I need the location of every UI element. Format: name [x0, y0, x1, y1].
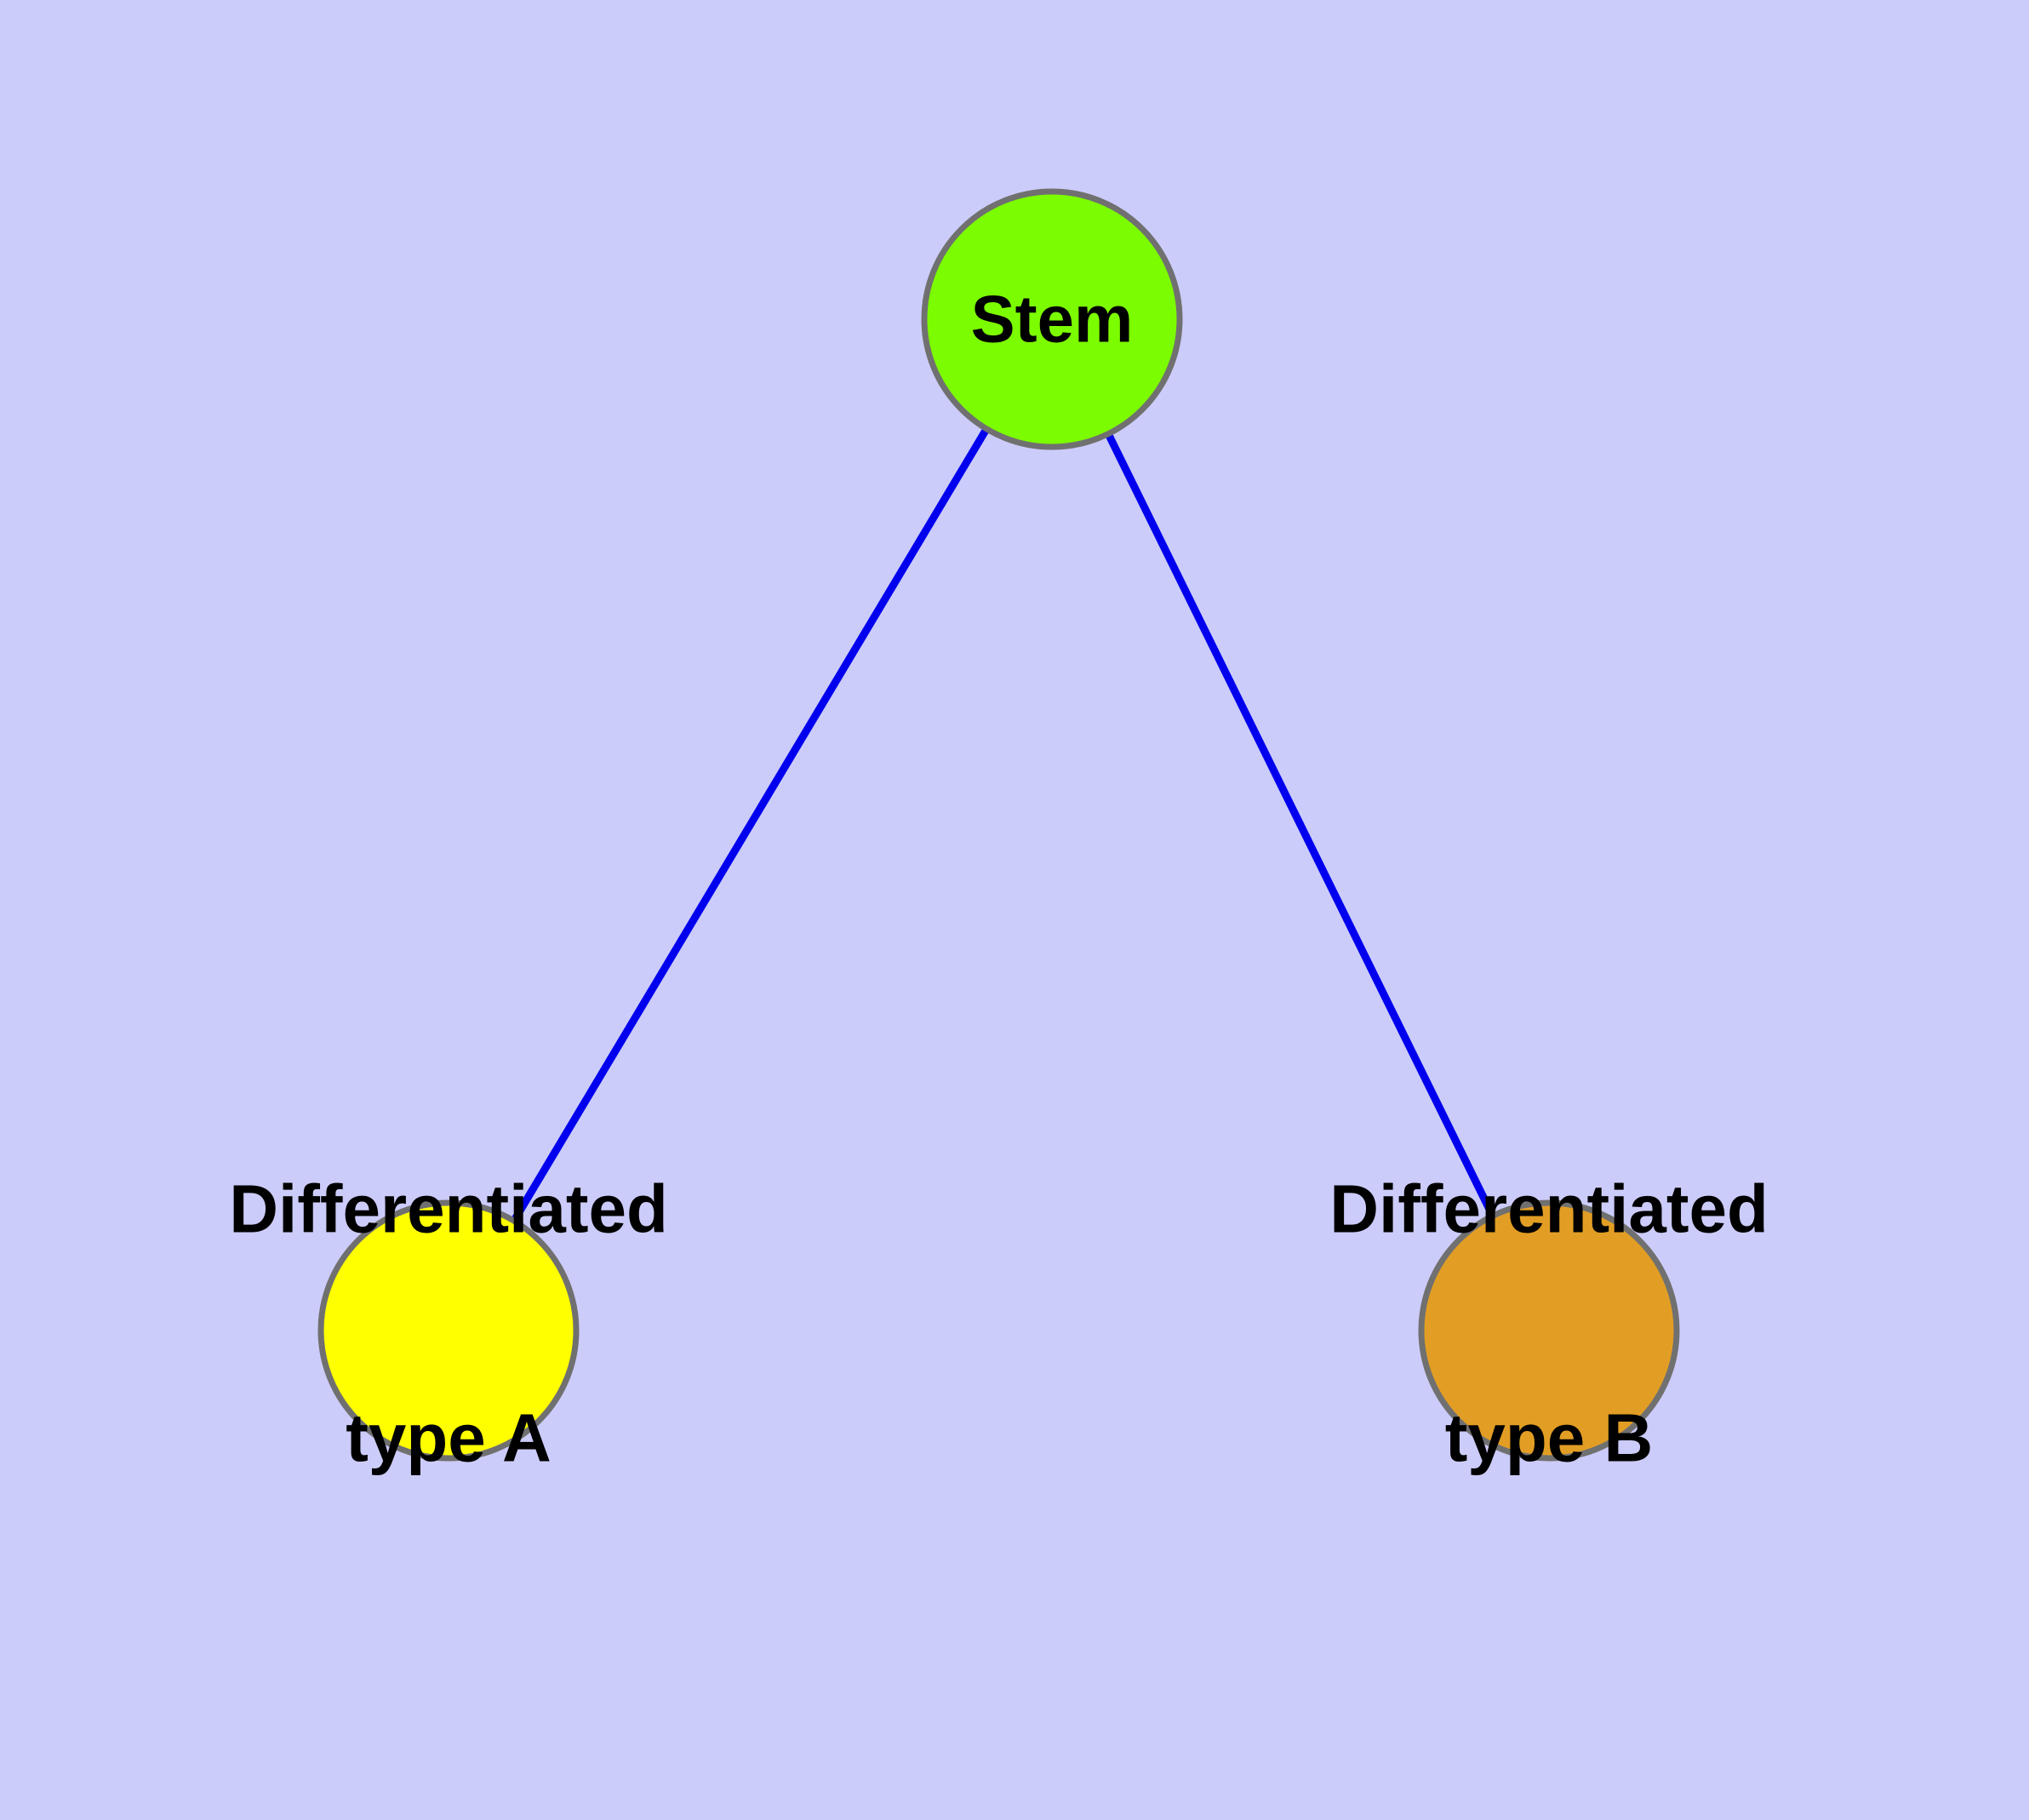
graph-node-diff_b[interactable] — [1418, 1199, 1680, 1462]
nodes-layer — [317, 188, 1680, 1462]
graph-node-stem[interactable] — [921, 188, 1183, 450]
graph-node-diff_a[interactable] — [317, 1199, 580, 1462]
edge-stem-diff-b — [1048, 318, 1553, 1332]
edges-layer — [445, 317, 1553, 1333]
edge-stem-diff-a — [445, 317, 1055, 1333]
